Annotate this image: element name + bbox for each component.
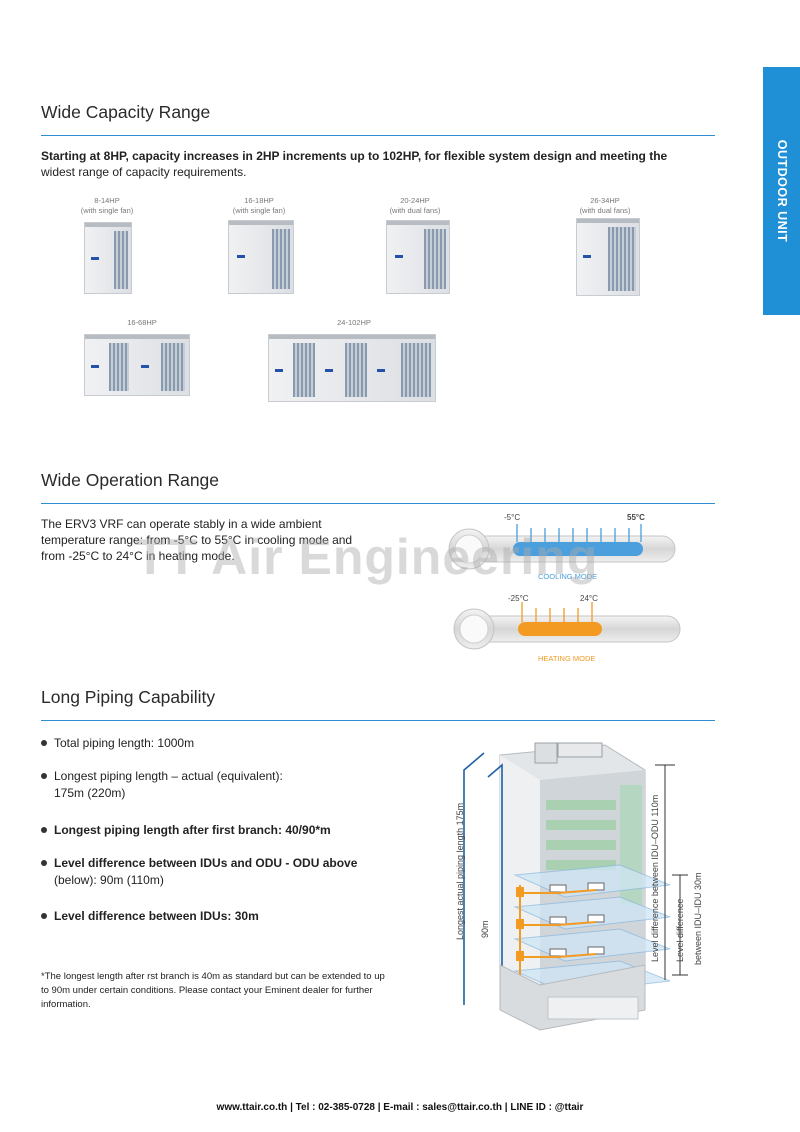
piping-rule [41, 720, 715, 721]
outdoor-unit-image-24-102 [268, 334, 436, 402]
capacity-intro: Starting at 8HP, capacity increases in 2… [41, 148, 701, 180]
label-longest-piping: Longest actual piping length 175m [455, 802, 465, 940]
cooling-mode-label: COOLING MODE [538, 572, 598, 581]
bullet-idu-odu-level: Level difference between IDUs and ODU - … [41, 855, 357, 889]
unit-label-8-14: 8-14HP(with single fan) [80, 196, 134, 215]
footer-contact: www.ttair.co.th | Tel : 02-385-0728 | E-… [216, 1102, 584, 1113]
outdoor-unit-image-20-24 [386, 220, 450, 294]
capacity-rule [41, 135, 715, 136]
unit-label-16-18: 16-18HP(with single fan) [232, 196, 286, 215]
bullet-after-first-branch: Longest piping length after first branch… [41, 822, 331, 839]
piping-diagram [463, 742, 688, 1031]
unit-label-24-102: 24-102HP [337, 318, 371, 327]
piping-footnote: *The longest length after rst branch is … [41, 971, 385, 1010]
page-footer: www.ttair.co.th | Tel : 02-385-0728 | E-… [0, 1102, 800, 1113]
bullet-longest-length: Longest piping length – actual (equivale… [41, 768, 283, 802]
unit-label-16-68: 16-68HP [127, 318, 157, 327]
heating-thermometer [453, 602, 681, 650]
heating-max-label: 24°C [580, 594, 598, 603]
unit-label-20-24: 20-24HP(with dual fans) [389, 196, 441, 215]
piping-title: Long Piping Capability [41, 687, 216, 707]
bullet-idu-idu-level: Level difference between IDUs: 30m [41, 908, 259, 925]
heating-min-label: -25°C [508, 594, 529, 603]
operation-title: Wide Operation Range [41, 470, 220, 490]
cooling-thermometer [448, 524, 676, 570]
outdoor-unit-image-16-18 [228, 220, 294, 294]
label-idu-idu-level-1: Level difference [675, 898, 685, 962]
cooling-min-label: -5°C [504, 513, 521, 522]
outdoor-unit-image-16-68 [84, 334, 190, 396]
heating-mode-label: HEATING MODE [538, 654, 596, 663]
outdoor-unit-image-26-34 [576, 218, 640, 296]
unit-label-26-34: 26-34HP(with dual fans) [579, 196, 631, 215]
label-90m: 90m [480, 920, 490, 938]
watermark: TT Air Engineering [135, 529, 599, 585]
side-tab-label: OUTDOOR UNIT [774, 139, 789, 243]
operation-rule [41, 503, 715, 504]
capacity-title: Wide Capacity Range [41, 102, 211, 122]
capacity-intro-bold: Starting at 8HP, capacity increases in 2… [41, 149, 668, 163]
outdoor-unit-image-8-14 [84, 222, 132, 294]
cooling-max-label: 55°C [627, 513, 645, 522]
label-idu-idu-level-2: between IDU–IDU 30m [693, 872, 703, 965]
label-idu-odu-level: Level difference between IDU–ODU 110m [650, 794, 660, 962]
bullet-total-length: Total piping length: 1000m [41, 735, 194, 752]
side-tab: OUTDOOR UNIT [763, 67, 800, 315]
capacity-intro-rest: widest range of capacity requirements. [41, 165, 247, 179]
operation-text: The ERV3 VRF can operate stably in a wid… [41, 517, 353, 563]
